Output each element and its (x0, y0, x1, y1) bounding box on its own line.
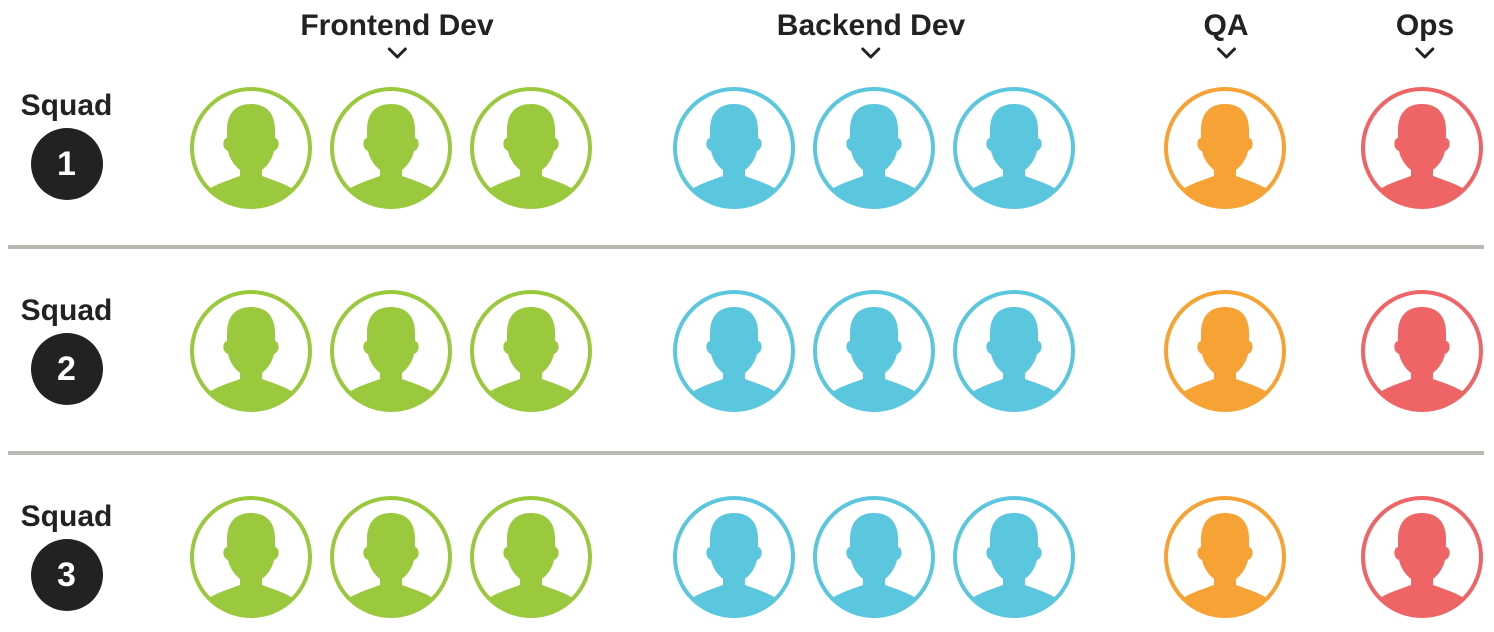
role-header-ops: Ops (1396, 8, 1454, 60)
squad-2-backend-dev-member-icon (812, 289, 936, 413)
squad-3-frontend-dev-member-icon (469, 495, 593, 619)
squad-label-3: Squad 3 (0, 501, 133, 611)
squad-1-frontend-dev-member-icon (469, 86, 593, 210)
row-divider (8, 451, 1484, 455)
squad-1-backend-dev-member-icon (812, 86, 936, 210)
squad-1-backend-dev-member-icon (952, 86, 1076, 210)
squad-2-frontend-dev-member-icon (329, 289, 453, 413)
role-title: Ops (1395, 9, 1455, 42)
squad-2-ops-member-icon (1360, 289, 1484, 413)
squad-3-backend-dev-member-icon (812, 495, 936, 619)
squad-number-badge: 2 (30, 333, 103, 405)
squad-label-2: Squad 2 (0, 295, 133, 405)
role-title: Backend Dev (776, 9, 966, 42)
squad-2-qa-member-icon (1163, 289, 1287, 413)
squad-number-badge: 1 (30, 128, 103, 200)
squad-1-frontend-dev-member-icon (329, 86, 453, 210)
squad-2-frontend-dev-member-icon (469, 289, 593, 413)
role-header-qa: QA (1204, 8, 1249, 60)
squad-3-qa-member-icon (1163, 495, 1287, 619)
squad-3-frontend-dev-member-icon (329, 495, 453, 619)
squad-number-badge: 3 (30, 539, 103, 611)
role-title: Frontend Dev (300, 9, 494, 42)
squad-2-backend-dev-member-icon (672, 289, 796, 413)
role-header-frontend: Frontend Dev (300, 8, 494, 60)
chevron-down-icon (1216, 47, 1236, 59)
row-divider (8, 245, 1484, 249)
role-header-backend: Backend Dev (777, 8, 965, 60)
squad-word: Squad (20, 294, 113, 327)
squad-1-ops-member-icon (1360, 86, 1484, 210)
squad-1-frontend-dev-member-icon (189, 86, 313, 210)
squad-word: Squad (20, 89, 113, 122)
chevron-down-icon (861, 47, 881, 59)
squad-3-backend-dev-member-icon (672, 495, 796, 619)
chevron-down-icon (1415, 47, 1435, 59)
squad-1-qa-member-icon (1163, 86, 1287, 210)
chevron-down-icon (387, 47, 407, 59)
squad-3-backend-dev-member-icon (952, 495, 1076, 619)
squad-3-frontend-dev-member-icon (189, 495, 313, 619)
role-title: QA (1203, 9, 1249, 42)
squad-2-backend-dev-member-icon (952, 289, 1076, 413)
squad-label-1: Squad 1 (0, 90, 133, 200)
squad-3-ops-member-icon (1360, 495, 1484, 619)
squad-1-backend-dev-member-icon (672, 86, 796, 210)
squad-2-frontend-dev-member-icon (189, 289, 313, 413)
squad-word: Squad (20, 500, 113, 533)
